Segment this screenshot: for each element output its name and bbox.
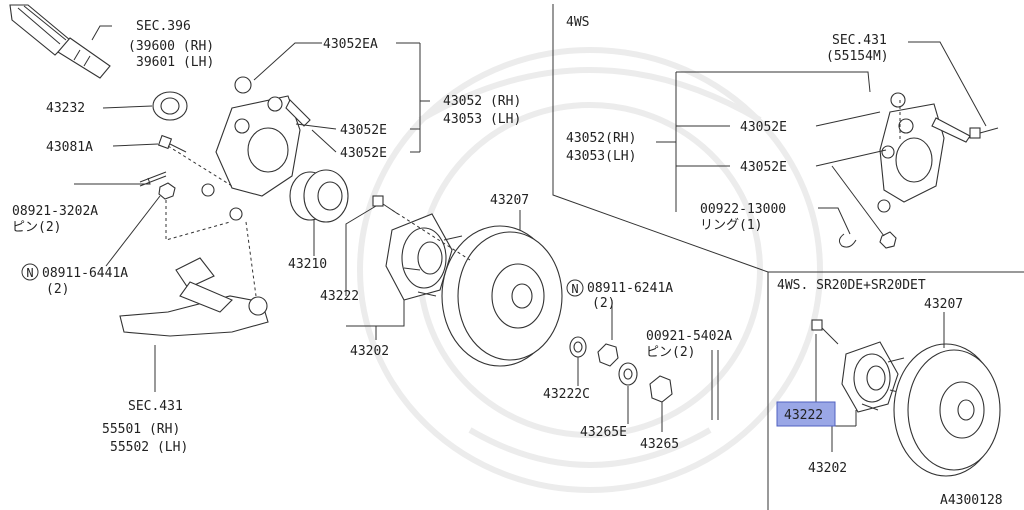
label-43222c[interactable]: 43222C [543, 387, 590, 402]
hub-bolt-part[interactable] [372, 195, 399, 215]
label-43202[interactable]: 43202 [350, 344, 389, 359]
label-43052-rh-b[interactable]: 43052(RH) [566, 131, 636, 146]
knuckle-part[interactable] [201, 76, 311, 221]
label-qty-2-a: (2) [46, 282, 69, 297]
label-43081a[interactable]: 43081A [46, 140, 93, 155]
label-43052-rh[interactable]: 43052 (RH) [443, 94, 521, 109]
nut-cap-part[interactable] [618, 362, 638, 386]
label-43265e[interactable]: 43265E [580, 425, 627, 440]
oil-seal-part[interactable] [152, 91, 188, 121]
label-08911-6241a[interactable]: 08911-6241A [587, 281, 673, 296]
label-55154m[interactable]: (55154M) [826, 49, 889, 64]
panel-dividers [552, 4, 1024, 510]
label-sec431[interactable]: SEC.431 [128, 399, 183, 414]
n-marker-1-label: N [26, 266, 33, 280]
watermark-emblem [357, 47, 823, 493]
label-08911-6441a[interactable]: 08911-6441A [42, 266, 128, 281]
label-43207-b[interactable]: 43207 [924, 297, 963, 312]
label-43053-lh[interactable]: 43053 (LH) [443, 112, 521, 127]
label-39601[interactable]: 39601 (LH) [136, 55, 214, 70]
sr20-hub-part[interactable] [841, 341, 907, 413]
disc-rotor-part[interactable] [441, 225, 563, 367]
lock-nut-part[interactable] [597, 343, 619, 367]
label-pin-2-a: ピン(2) [12, 220, 61, 235]
figure-code: A4300128 [940, 493, 1003, 508]
label-55501[interactable]: 55501 (RH) [102, 422, 180, 437]
n-marker-2: N [566, 279, 584, 297]
ws4-knuckle-part[interactable] [877, 92, 971, 213]
label-4ws-sr20de: 4WS. SR20DE+SR20DET [777, 278, 926, 293]
label-43052e-3[interactable]: 43052E [740, 120, 787, 135]
label-sec396[interactable]: SEC.396 [136, 19, 191, 34]
leader-lines [74, 25, 663, 432]
label-43222[interactable]: 43222 [320, 289, 359, 304]
ws4-tie-rod-part[interactable] [969, 127, 999, 139]
n-marker-2-label: N [571, 282, 578, 296]
hub-bearing-part[interactable] [289, 169, 349, 223]
drive-shaft-part[interactable] [9, 4, 111, 79]
label-43052e-1[interactable]: 43052E [340, 123, 387, 138]
label-43207[interactable]: 43207 [490, 193, 529, 208]
washer-part[interactable] [569, 336, 587, 358]
nut-part[interactable] [158, 182, 176, 200]
label-4ws: 4WS [566, 15, 589, 30]
highlighted-part-box[interactable] [776, 401, 836, 427]
label-43052e-2[interactable]: 43052E [340, 146, 387, 161]
label-43202-b[interactable]: 43202 [808, 461, 847, 476]
sr20-rotor-part[interactable] [893, 343, 1001, 477]
label-43265[interactable]: 43265 [640, 437, 679, 452]
ws4-ring-part[interactable] [838, 233, 857, 248]
label-qty-2-b: (2) [592, 296, 615, 311]
sr20-bolt-part[interactable] [811, 319, 839, 345]
label-00921-5402a[interactable]: 00921-5402A [646, 329, 732, 344]
label-sec431-b[interactable]: SEC.431 [832, 33, 887, 48]
n-marker-1: N [21, 263, 39, 281]
bolt-part[interactable] [157, 134, 187, 153]
label-43232[interactable]: 43232 [46, 101, 85, 116]
hub-assembly-part[interactable] [385, 213, 465, 301]
label-55502[interactable]: 55502 (LH) [110, 440, 188, 455]
label-ring-1: リング(1) [700, 218, 762, 233]
castle-nut-part[interactable] [649, 375, 673, 403]
label-pin-2-b: ピン(2) [646, 345, 695, 360]
split-pin-part[interactable] [711, 350, 719, 420]
ws4-leader-lines [656, 41, 987, 237]
label-00922-13000[interactable]: 00922-13000 [700, 202, 786, 217]
label-43222-highlighted[interactable]: 43222 [784, 408, 823, 423]
label-43053-lh-b[interactable]: 43053(LH) [566, 149, 636, 164]
label-39600[interactable]: (39600 (RH) [128, 39, 214, 54]
label-43210[interactable]: 43210 [288, 257, 327, 272]
lower-arm-part[interactable] [119, 257, 269, 337]
label-43052ea[interactable]: 43052EA [323, 37, 378, 52]
label-08921-3202a[interactable]: 08921-3202A [12, 204, 98, 219]
label-43052e-4[interactable]: 43052E [740, 160, 787, 175]
